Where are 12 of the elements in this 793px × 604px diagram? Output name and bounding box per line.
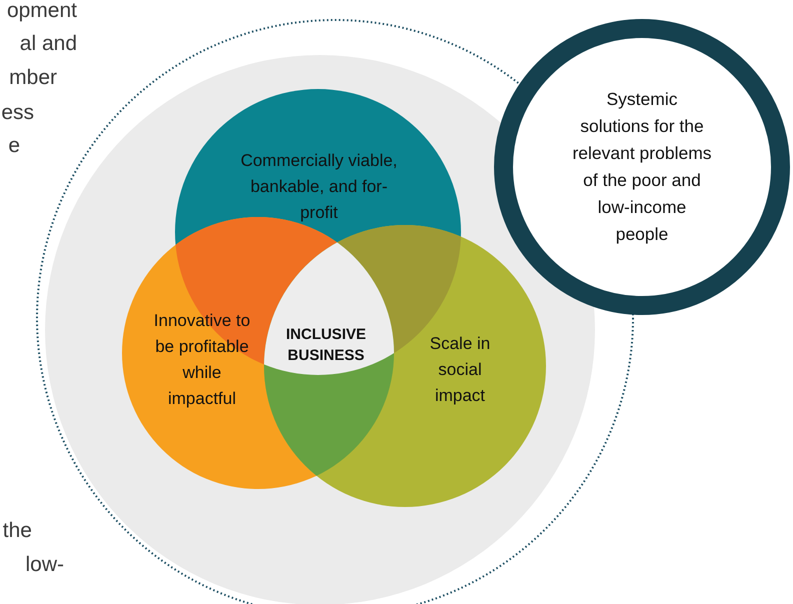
cut-off-text: the [2,520,32,541]
cut-off-text: al and [20,33,77,54]
cut-off-text: low- [25,554,64,575]
cut-off-text: ess [1,102,34,123]
circle-label: Innovative to be profitable while impactful [152,310,252,410]
circle-label: Commercially viable, bankable, and for-profit [240,150,398,224]
cut-off-text: e [8,135,20,156]
circle-label: Scale in social impact [428,333,492,407]
cut-off-text: opment [6,0,77,21]
cut-off-text: mber [9,67,57,88]
center-label: INCLUSIVE BUSINESS [284,325,367,366]
outcome-text: Systemic solutions for the relevant problems of the poor and low-income people [572,88,712,246]
